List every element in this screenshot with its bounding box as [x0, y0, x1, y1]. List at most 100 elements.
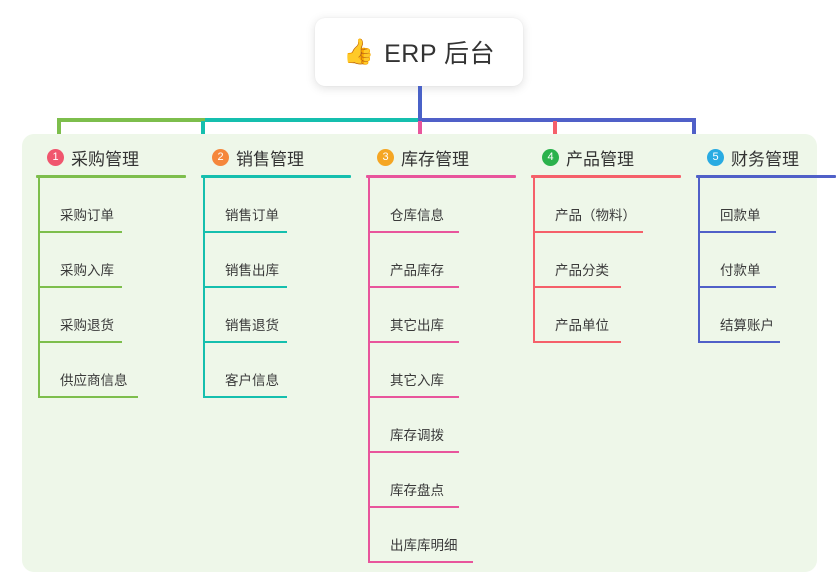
- column-header-2[interactable]: 2 销售管理: [201, 145, 351, 169]
- connector-hbar-1: [57, 118, 205, 122]
- list-item-label: 其它出库: [390, 318, 444, 333]
- list-item[interactable]: 库存调拨: [366, 398, 516, 453]
- column-title-4: 产品管理: [566, 149, 634, 169]
- list-item-label: 采购订单: [60, 208, 114, 223]
- column-badge-3: 3: [377, 148, 394, 166]
- column-badge-4: 4: [542, 148, 559, 166]
- column-spine-5: [698, 178, 700, 343]
- column-title-5: 财务管理: [731, 149, 799, 169]
- column-header-1[interactable]: 1 采购管理: [36, 145, 186, 169]
- column-badge-5: 5: [707, 148, 724, 166]
- list-item[interactable]: 采购入库: [36, 233, 186, 288]
- column-header-5[interactable]: 5 财务管理: [696, 145, 836, 169]
- list-item-label: 产品单位: [555, 318, 609, 333]
- list-item-rule: [203, 286, 287, 288]
- column-spine-3: [368, 178, 370, 563]
- list-item[interactable]: 产品库存: [366, 233, 516, 288]
- column-items-1: 采购订单采购入库采购退货供应商信息: [36, 178, 186, 398]
- column-spine-2: [203, 178, 205, 398]
- list-item-label: 销售订单: [225, 208, 279, 223]
- list-item-rule: [368, 286, 459, 288]
- list-item[interactable]: 其它入库: [366, 343, 516, 398]
- list-item-label: 出库库明细: [390, 538, 458, 553]
- list-item[interactable]: 销售订单: [201, 178, 351, 233]
- list-item[interactable]: 产品单位: [531, 288, 681, 343]
- thumbs-up-icon: 👍: [342, 37, 375, 66]
- column-spine-1: [38, 178, 40, 398]
- column-header-3[interactable]: 3 库存管理: [366, 145, 516, 169]
- list-item-label: 付款单: [720, 263, 761, 278]
- list-item-rule: [368, 561, 473, 563]
- list-item-label: 销售退货: [225, 318, 279, 333]
- column-header-rule-2: [201, 175, 351, 178]
- list-item[interactable]: 销售退货: [201, 288, 351, 343]
- column-2: 2 销售管理销售订单销售出库销售退货客户信息: [201, 145, 351, 398]
- list-item-rule: [368, 506, 459, 508]
- list-item[interactable]: 回款单: [696, 178, 836, 233]
- list-item-rule: [38, 231, 122, 233]
- column-items-2: 销售订单销售出库销售退货客户信息: [201, 178, 351, 398]
- column-items-5: 回款单付款单结算账户: [696, 178, 836, 343]
- column-1: 1 采购管理采购订单采购入库采购退货供应商信息: [36, 145, 186, 398]
- list-item-rule: [203, 231, 287, 233]
- list-item[interactable]: 销售出库: [201, 233, 351, 288]
- list-item-label: 客户信息: [225, 373, 279, 388]
- list-item-rule: [533, 231, 643, 233]
- list-item-rule: [38, 396, 138, 398]
- column-header-rule-3: [366, 175, 516, 178]
- trunk-connector: [418, 86, 422, 121]
- list-item[interactable]: 其它出库: [366, 288, 516, 343]
- column-4: 4 产品管理产品（物料） 产品分类产品单位: [531, 145, 681, 343]
- list-item[interactable]: 供应商信息: [36, 343, 186, 398]
- diagram-panel: [22, 134, 817, 572]
- list-item-label: 采购入库: [60, 263, 114, 278]
- column-spine-4: [533, 178, 535, 343]
- column-header-rule-1: [36, 175, 186, 178]
- list-item-rule: [368, 341, 459, 343]
- column-badge-2: 2: [212, 148, 229, 166]
- list-item[interactable]: 采购订单: [36, 178, 186, 233]
- root-node-card[interactable]: 👍 ERP 后台: [315, 18, 523, 86]
- column-header-rule-4: [531, 175, 681, 178]
- list-item[interactable]: 结算账户: [696, 288, 836, 343]
- list-item-label: 其它入库: [390, 373, 444, 388]
- column-header-rule-5: [696, 175, 836, 178]
- connector-hbar-2: [205, 118, 420, 122]
- list-item-label: 库存盘点: [390, 483, 444, 498]
- list-item-rule: [203, 396, 287, 398]
- list-item[interactable]: 产品分类: [531, 233, 681, 288]
- column-3: 3 库存管理仓库信息产品库存其它出库其它入库库存调拨库存盘点出库库明细: [366, 145, 516, 563]
- column-header-4[interactable]: 4 产品管理: [531, 145, 681, 169]
- list-item[interactable]: 客户信息: [201, 343, 351, 398]
- list-item-label: 库存调拨: [390, 428, 444, 443]
- list-item[interactable]: 付款单: [696, 233, 836, 288]
- list-item-rule: [698, 231, 776, 233]
- list-item-label: 产品（物料）: [555, 208, 636, 223]
- list-item-rule: [698, 286, 776, 288]
- list-item-rule: [533, 341, 621, 343]
- list-item-label: 结算账户: [720, 318, 774, 333]
- list-item-rule: [38, 341, 122, 343]
- list-item[interactable]: 库存盘点: [366, 453, 516, 508]
- list-item[interactable]: 采购退货: [36, 288, 186, 343]
- list-item-rule: [203, 341, 287, 343]
- list-item-label: 仓库信息: [390, 208, 444, 223]
- list-item-rule: [38, 286, 122, 288]
- list-item-label: 销售出库: [225, 263, 279, 278]
- list-item-rule: [698, 341, 780, 343]
- column-items-3: 仓库信息产品库存其它出库其它入库库存调拨库存盘点出库库明细: [366, 178, 516, 563]
- column-title-2: 销售管理: [236, 149, 304, 169]
- list-item[interactable]: 出库库明细: [366, 508, 516, 563]
- list-item-label: 产品库存: [390, 263, 444, 278]
- column-title-3: 库存管理: [401, 149, 469, 169]
- list-item-label: 供应商信息: [60, 373, 128, 388]
- list-item[interactable]: 仓库信息: [366, 178, 516, 233]
- list-item[interactable]: 产品（物料）: [531, 178, 681, 233]
- root-node-title: ERP 后台: [384, 40, 496, 68]
- list-item-rule: [533, 286, 621, 288]
- column-title-1: 采购管理: [71, 149, 139, 169]
- column-5: 5 财务管理回款单付款单结算账户: [696, 145, 836, 343]
- list-item-label: 回款单: [720, 208, 761, 223]
- column-badge-1: 1: [47, 148, 64, 166]
- connector-hbar-3: [418, 118, 696, 122]
